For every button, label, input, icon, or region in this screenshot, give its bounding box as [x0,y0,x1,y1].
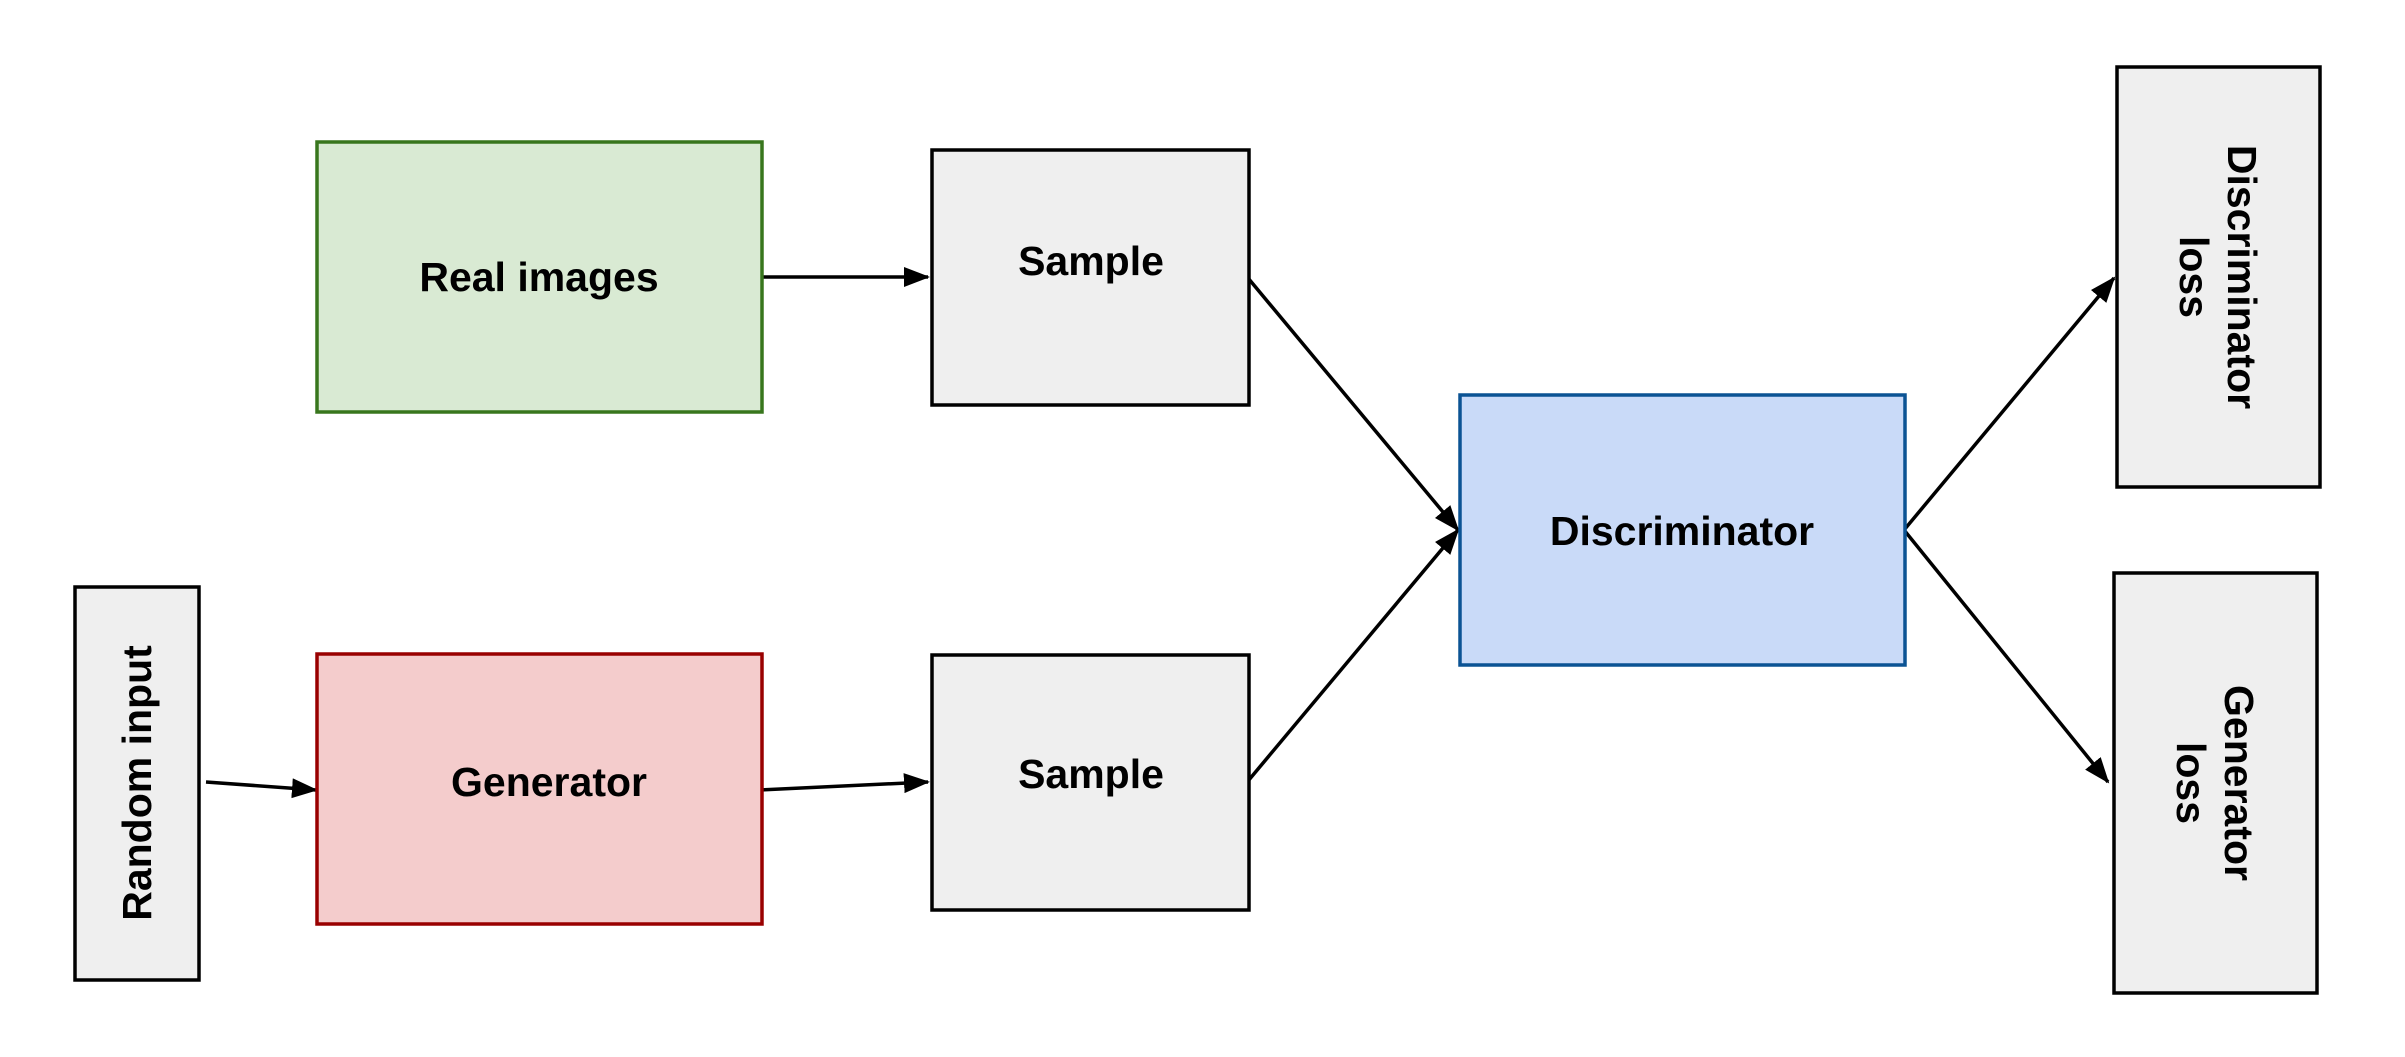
generator-box [315,652,764,926]
edge-generator-to-sample [759,773,930,794]
discriminator-loss-label-line1: Discriminator [2219,145,2265,409]
generator-loss-label-line2: loss [2168,742,2214,824]
sample-real-label: Sample [1018,238,1164,284]
generator-label: Generator [451,759,647,805]
node-discriminator-loss: Discriminator loss [2115,65,2322,489]
edges [205,267,2116,799]
node-real-images: Real images [315,140,764,414]
edge-sample-to-discriminator-bottom [1246,528,1460,783]
real-images-box [315,140,764,414]
random-input-label: Random input [114,645,160,921]
real-images-label: Real images [419,254,658,300]
node-sample-fake: Sample [930,653,1251,912]
edge-sample-to-discriminator-top [1246,276,1460,532]
sample-fake-label: Sample [1018,751,1164,797]
node-random-input: Random input [73,585,201,982]
discriminator-label: Discriminator [1550,508,1814,554]
node-generator: Generator [315,652,764,926]
generator-loss-label-line1: Generator [2216,685,2262,881]
sample-fake-box [930,653,1251,912]
node-discriminator: Discriminator [1458,393,1907,667]
edge-discriminator-to-discriminator-loss [1902,276,2116,532]
edge-discriminator-to-generator-loss [1902,528,2110,784]
sample-real-box [930,148,1251,407]
edge-random-input-to-generator [205,778,318,799]
random-input-box [73,585,201,982]
discriminator-box [1458,393,1907,667]
node-generator-loss: Generator loss [2112,571,2319,995]
discriminator-loss-label-line2: loss [2171,236,2217,318]
node-sample-real: Sample [930,148,1251,407]
discriminator-loss-box [2115,65,2322,489]
generator-loss-box [2112,571,2319,995]
